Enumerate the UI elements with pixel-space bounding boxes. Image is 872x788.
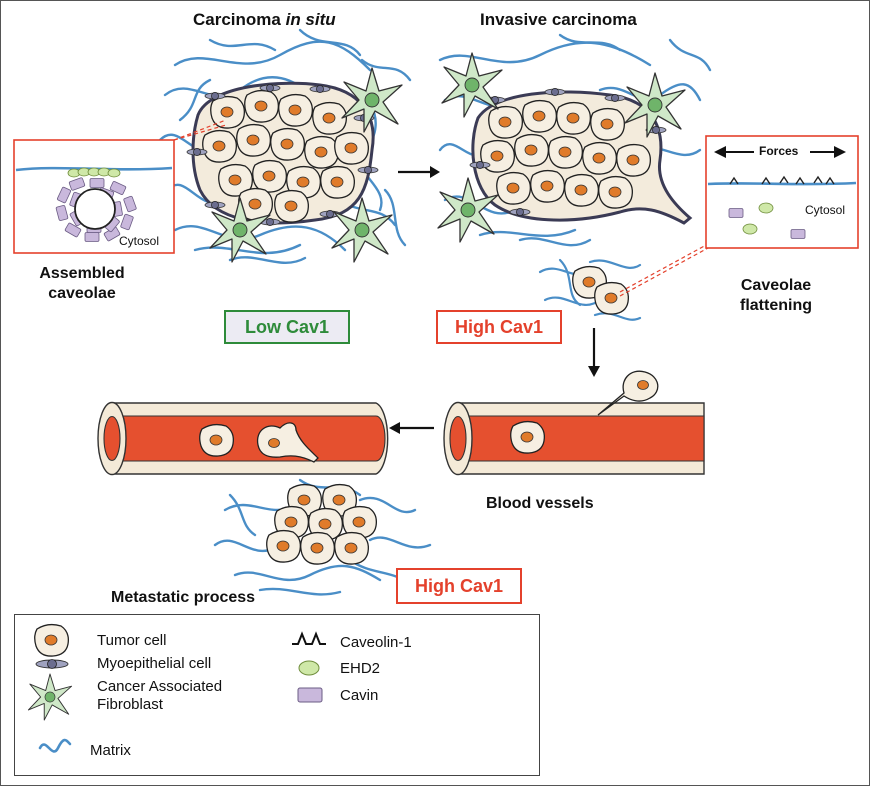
ehd2-collar bbox=[67, 167, 121, 178]
legend-cancer-associated-fibroblast: Cancer Associated Fibroblast bbox=[97, 678, 222, 714]
title-carcinoma-in-situ: Carcinoma in situ bbox=[193, 10, 336, 30]
label-forces: Forces bbox=[759, 144, 799, 158]
legend-cavin: Cavin bbox=[340, 687, 379, 704]
circulating-tumor-cell bbox=[256, 422, 319, 463]
invasive-carcinoma-cluster bbox=[437, 33, 712, 247]
migrating-tumor-cells bbox=[538, 258, 642, 321]
badge-high-cav1-invasive: High Cav1 bbox=[436, 310, 562, 344]
flat-caveolin-marks bbox=[729, 175, 835, 185]
legend-caveolin-1: Caveolin-1 bbox=[340, 634, 412, 651]
arrow-vessel-to-vessel bbox=[389, 422, 434, 434]
blood-vessel-left bbox=[97, 401, 389, 476]
assembled-caveolae-inset bbox=[13, 119, 227, 254]
blood-vessel-right bbox=[443, 370, 705, 476]
carcinoma-in-situ-cluster bbox=[158, 28, 412, 264]
legend-icons bbox=[27, 623, 326, 753]
caveolae-flattening-inset bbox=[619, 135, 859, 297]
legend-box bbox=[14, 614, 540, 776]
legend-matrix: Matrix bbox=[90, 742, 131, 759]
legend-myoepithelial-cell: Myoepithelial cell bbox=[97, 655, 212, 672]
label-flattening-line2: flattening bbox=[740, 297, 812, 314]
label-blood-vessels: Blood vessels bbox=[486, 495, 594, 512]
legend-ehd2: EHD2 bbox=[340, 660, 381, 677]
badge-low-cav1: Low Cav1 bbox=[224, 310, 350, 344]
label-assembled-line2: caveolae bbox=[48, 285, 116, 302]
label-caveolae-flattening: Caveolae flattening bbox=[716, 276, 836, 316]
legend-caf-line1: Cancer Associated bbox=[97, 678, 223, 695]
title-cis-prefix: Carcinoma bbox=[193, 10, 286, 29]
label-metastatic-process: Metastatic process bbox=[111, 589, 256, 606]
label-cytosol-left: Cytosol bbox=[119, 234, 160, 248]
label-assembled-line1: Assembled bbox=[39, 265, 125, 282]
arrow-to-blood-vessel bbox=[588, 328, 600, 377]
legend-tumor-cell: Tumor cell bbox=[97, 632, 167, 649]
title-invasive-carcinoma: Invasive carcinoma bbox=[480, 10, 637, 29]
label-cytosol-right: Cytosol bbox=[805, 203, 846, 217]
label-flattening-line1: Caveolae bbox=[740, 277, 812, 294]
title-cis-italic: in situ bbox=[285, 10, 336, 29]
legend-caf-line2: Fibroblast bbox=[97, 696, 163, 713]
label-assembled-caveolae: Assembled caveolae bbox=[22, 264, 142, 304]
badge-high-cav1-metastatic: High Cav1 bbox=[396, 568, 522, 604]
caveola-bulb bbox=[74, 188, 116, 230]
arrow-cis-to-invasive bbox=[398, 166, 440, 178]
